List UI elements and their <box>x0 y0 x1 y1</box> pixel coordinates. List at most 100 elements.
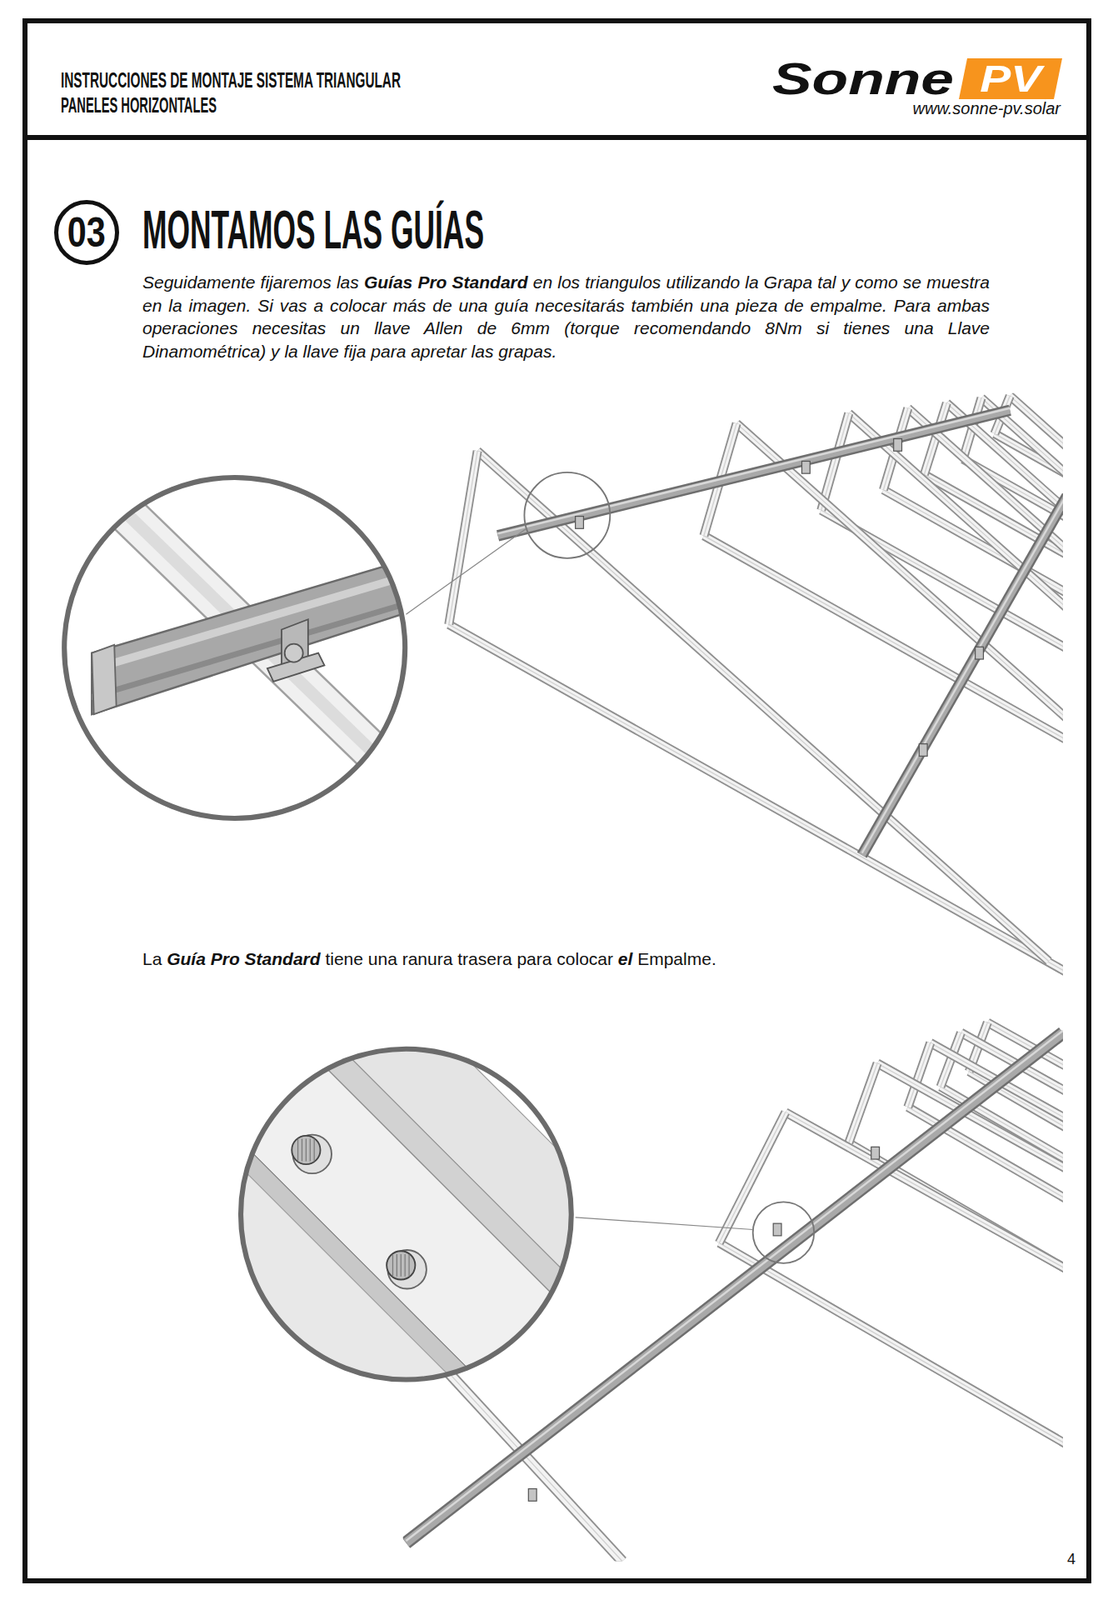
label-wrap: www.sonne-pv.solar <box>913 99 1061 118</box>
title-wrap: MONTAMOS LAS GUÍAS <box>142 203 761 257</box>
word: Grapa <box>763 272 819 292</box>
word: tiene <box>324 948 368 969</box>
bar <box>908 1042 931 1107</box>
bar <box>718 1242 1064 1561</box>
bar <box>821 413 849 510</box>
word: necesitas <box>252 318 341 338</box>
header-subtitle: PANELES HORIZONTALES <box>60 94 217 116</box>
word: de <box>783 295 810 315</box>
word: fija <box>344 341 372 361</box>
word: un <box>340 318 375 338</box>
bar <box>449 623 1064 976</box>
word: en <box>142 295 169 315</box>
word: ambas <box>937 295 990 315</box>
bar <box>930 1042 1064 1384</box>
bar <box>908 1042 931 1107</box>
word: y <box>270 341 285 361</box>
bar <box>930 1042 1064 1384</box>
bar <box>785 1112 1064 1454</box>
step-number: 03 <box>54 199 120 265</box>
bar <box>477 450 1049 961</box>
detail-marker <box>524 472 610 559</box>
label-wrap: INSTRUCCIONES DE MONTAJE SISTEMA TRIANGU… <box>60 69 638 91</box>
word: 8Nm <box>764 318 817 338</box>
detail-circle <box>240 1048 572 1380</box>
label-wrap: 4 <box>1067 1551 1076 1568</box>
bar <box>848 1063 878 1143</box>
bar <box>718 1242 1064 1561</box>
word: las <box>471 341 500 361</box>
word: para <box>370 341 411 361</box>
word: vas <box>279 295 315 315</box>
bar <box>718 1112 786 1243</box>
label-wrap: PANELES HORIZONTALES <box>60 94 337 116</box>
word: pieza <box>735 295 784 315</box>
word: se <box>903 272 927 292</box>
bar <box>848 413 1064 924</box>
bar <box>930 1042 1064 1384</box>
word: de <box>477 318 512 338</box>
clamp <box>871 1146 880 1159</box>
page-number: 4 <box>1067 1551 1076 1567</box>
word: llave <box>374 318 425 338</box>
bar <box>718 1112 786 1243</box>
word: Para <box>893 295 938 315</box>
bar <box>785 1112 1064 1454</box>
word: de <box>432 295 459 315</box>
leader-line <box>575 1217 754 1230</box>
clamp <box>918 743 928 757</box>
word: una <box>699 295 736 315</box>
bar <box>848 1142 1064 1498</box>
word: trasera <box>457 948 517 969</box>
word: Pro <box>417 272 452 292</box>
word: llave <box>303 341 345 361</box>
word: Pro <box>210 948 245 969</box>
word: para <box>516 948 557 969</box>
word: los <box>557 272 585 292</box>
word: Standard <box>452 272 534 292</box>
word: guía <box>494 295 535 315</box>
word: tienes <box>843 318 904 338</box>
word: una <box>368 948 403 969</box>
word: las <box>336 272 365 292</box>
bar <box>736 423 1064 934</box>
website-url: www.sonne-pv.solar <box>913 99 1061 117</box>
bar <box>848 1063 878 1143</box>
bar <box>736 423 1064 934</box>
word: la <box>744 272 764 292</box>
clamp <box>575 516 584 530</box>
word: una <box>459 295 495 315</box>
label-wrap: Seguidamente fijaremos las Guías Pro Sta… <box>142 270 990 363</box>
word: a <box>313 295 330 315</box>
word: empalme. <box>810 295 894 315</box>
detail-clamp <box>91 489 429 807</box>
word: fijaremos <box>260 272 337 292</box>
word: Guías <box>364 272 419 292</box>
word: más <box>393 295 434 315</box>
clamp <box>801 460 810 474</box>
word: grapas. <box>498 341 557 361</box>
bar <box>449 450 478 624</box>
word: Llave <box>948 318 990 338</box>
header-rule <box>22 134 1092 140</box>
clamp <box>773 1222 782 1236</box>
word: Seguidamente <box>142 272 261 292</box>
word: colocar <box>329 295 394 315</box>
word: utilizando <box>665 272 745 292</box>
node-text: PV <box>979 60 1042 98</box>
bar <box>449 450 478 624</box>
clamp <box>528 1488 537 1502</box>
word: la <box>284 341 303 361</box>
word: Dinamométrica) <box>142 341 271 361</box>
word: Empalme. <box>637 948 717 969</box>
bar <box>821 413 849 510</box>
word: ranura <box>402 948 459 969</box>
word: (torque <box>563 318 634 338</box>
word: también <box>631 295 701 315</box>
bar <box>848 413 1064 924</box>
bar <box>908 1107 1064 1463</box>
bar <box>785 1112 1064 1454</box>
leader-line <box>405 528 526 614</box>
word: recomendando <box>633 318 765 338</box>
